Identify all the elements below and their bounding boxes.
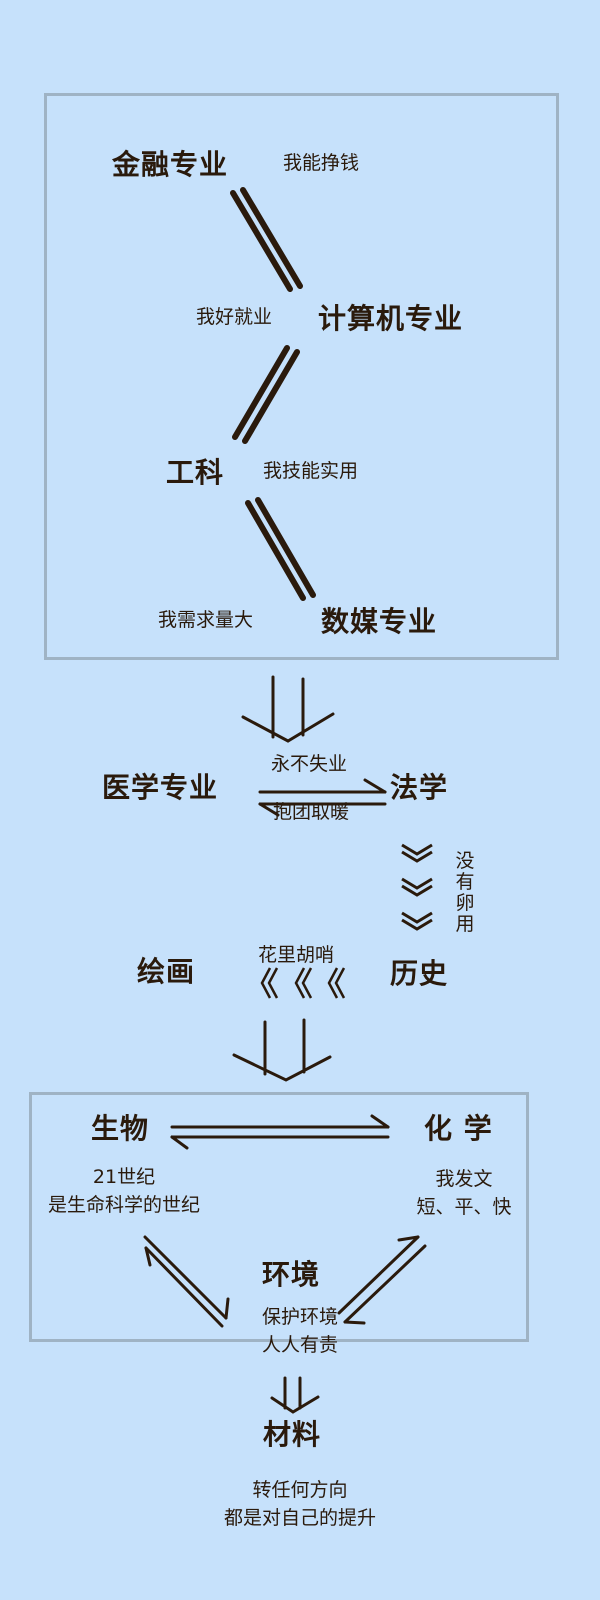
science-majors-box	[29, 1092, 529, 1342]
double-arrow-down-icon	[270, 1376, 320, 1414]
note-finance: 我能挣钱	[283, 152, 360, 174]
node-materials: 材料	[263, 1418, 322, 1451]
node-chemistry: 化 学	[424, 1112, 493, 1145]
note-biology-1: 21世纪	[92, 1166, 156, 1188]
node-digital-media: 数媒专业	[321, 605, 438, 638]
note-digital-media: 我需求量大	[158, 609, 254, 631]
double-arrow-down-icon	[232, 1018, 332, 1082]
note-materials-2: 都是对自己的提升	[223, 1507, 376, 1529]
chevron-down-icon	[400, 840, 434, 870]
chevron-down-icon	[400, 874, 434, 904]
note-materials-1: 转任何方向	[252, 1479, 348, 1501]
node-environment: 环境	[262, 1258, 321, 1291]
note-fancy-but-useless: 花里胡哨	[258, 944, 335, 966]
note-char: 有	[455, 871, 475, 893]
double-arrow-down-icon	[241, 675, 335, 743]
note-environment-2: 人人有责	[261, 1334, 338, 1356]
node-biology: 生物	[91, 1112, 150, 1145]
note-huddle-for-warmth: 抱团取暖	[273, 801, 350, 823]
node-history: 历史	[390, 957, 449, 990]
note-computer-science: 我好就业	[196, 306, 273, 328]
node-law: 法学	[390, 771, 449, 804]
node-painting: 绘画	[137, 955, 196, 988]
note-chemistry-2: 短、平、快	[416, 1196, 512, 1218]
chevron-down-icon	[400, 908, 434, 938]
node-engineering: 工科	[166, 456, 225, 489]
note-char: 卵	[455, 892, 475, 914]
top-majors-box	[44, 93, 559, 660]
note-char: 用	[455, 913, 475, 935]
note-never-unemployed: 永不失业	[271, 753, 348, 775]
note-chemistry-1: 我发文	[435, 1168, 493, 1190]
note-char: 没	[455, 850, 475, 872]
note-useless-vertical: 没 有 卵 用	[454, 851, 476, 935]
node-computer-science: 计算机专业	[318, 302, 464, 335]
chevrons-left-group	[258, 965, 348, 1005]
node-finance: 金融专业	[112, 148, 229, 181]
note-environment-1: 保护环境	[261, 1306, 338, 1328]
note-biology-2: 是生命科学的世纪	[47, 1194, 200, 1216]
node-medicine: 医学专业	[102, 771, 219, 804]
chevron-left-icon	[260, 967, 346, 999]
note-engineering: 我技能实用	[263, 460, 359, 482]
